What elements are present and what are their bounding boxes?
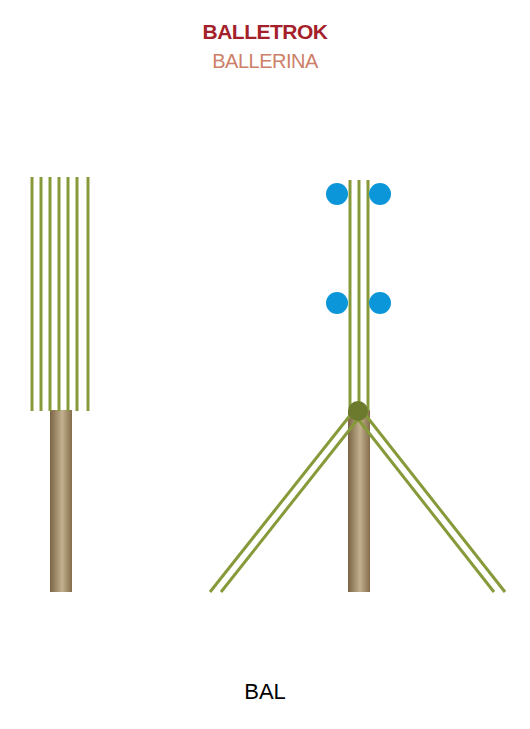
title: BALLETROK: [0, 20, 530, 44]
closed-tutu: [32, 177, 88, 592]
caption: BAL: [0, 679, 530, 705]
beads: [326, 183, 391, 314]
open-tutu: [210, 180, 505, 592]
subtitle: BALLERINA: [0, 50, 530, 73]
fringe: [32, 177, 88, 411]
knot: [348, 401, 368, 421]
stick: [50, 410, 72, 592]
fringe: [210, 180, 505, 592]
stick: [348, 410, 370, 592]
